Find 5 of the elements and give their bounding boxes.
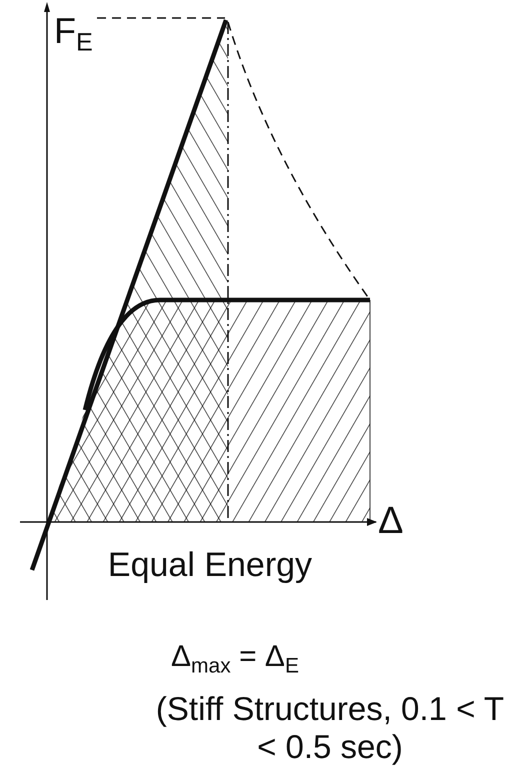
chart-caption: Equal Energy (106, 546, 314, 586)
axis-label: Δ (378, 500, 404, 544)
note: (Stiff Structures, 0.1 < T < 0.5 sec) (154, 690, 506, 766)
equation: Δ$_{max}$ = Δ$_{E}$ (170, 640, 300, 678)
force-label: F$_{E}$ (54, 10, 93, 58)
